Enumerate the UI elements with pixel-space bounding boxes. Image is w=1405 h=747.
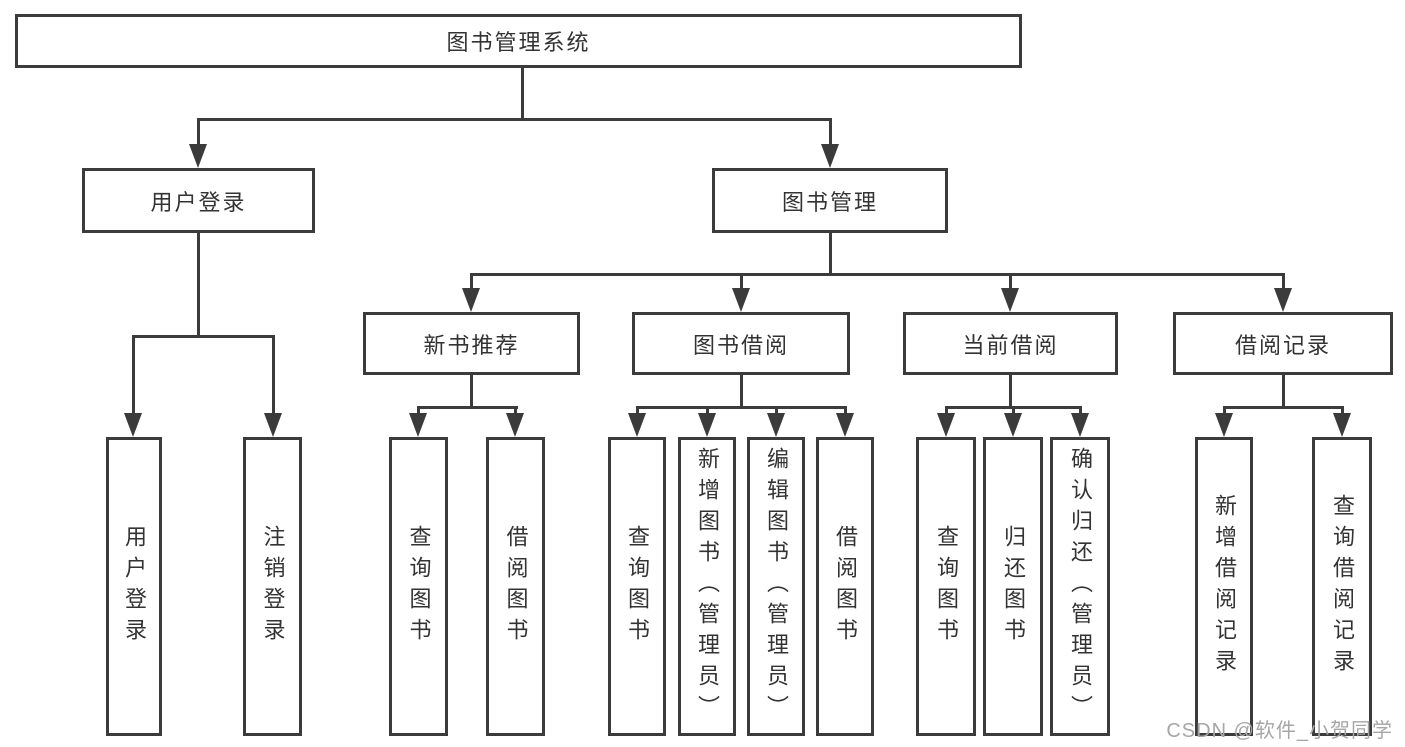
node-user-login: 用户登录	[82, 168, 315, 233]
leaf-user-login: 用户登录	[106, 437, 162, 736]
tree-connector-line	[1012, 406, 1015, 417]
arrow-down-icon	[1004, 413, 1022, 437]
node-book-management: 图书管理	[712, 168, 948, 233]
leaf-add-books-admin-label: 新增图书（管理员）	[695, 447, 720, 726]
arrow-down-icon	[462, 288, 480, 312]
tree-connector-line	[470, 373, 473, 408]
leaf-user-login-label: 用户登录	[122, 524, 147, 649]
arrow-down-icon	[1215, 413, 1233, 437]
leaf-query-books-borrowing: 查询图书	[608, 437, 666, 736]
leaf-return-books-label: 归还图书	[1001, 524, 1026, 649]
tree-connector-line	[470, 273, 1284, 276]
tree-connector-line	[272, 335, 275, 417]
tree-connector-line	[636, 406, 847, 409]
tree-connector-line	[636, 406, 639, 417]
tree-connector-line	[1282, 373, 1285, 408]
arrow-down-icon	[1333, 413, 1351, 437]
arrow-down-icon	[1071, 413, 1089, 437]
tree-connector-line	[706, 406, 709, 417]
tree-connector-line	[1341, 406, 1344, 417]
tree-connector-line	[132, 335, 135, 417]
tree-connector-line	[132, 335, 275, 338]
leaf-query-books-recommend: 查询图书	[389, 437, 448, 736]
leaf-add-borrow-record-label: 新增借阅记录	[1212, 493, 1237, 680]
arrow-down-icon	[732, 288, 750, 312]
arrow-down-icon	[409, 413, 427, 437]
leaf-confirm-return-admin-label: 确认归还（管理员）	[1068, 447, 1093, 726]
tree-connector-line	[417, 406, 518, 409]
leaf-borrow-books-recommend-label: 借阅图书	[503, 524, 529, 649]
leaf-add-books-admin: 新增图书（管理员）	[678, 437, 736, 736]
leaf-query-books-current: 查询图书	[916, 437, 976, 736]
arrow-down-icon	[189, 144, 207, 168]
leaf-logout: 注销登录	[243, 437, 302, 736]
watermark-text: CSDN @软件_小贺同学	[1166, 720, 1393, 742]
leaf-query-books-borrowing-label: 查询图书	[625, 524, 650, 649]
tree-connector-line	[1282, 273, 1285, 292]
tree-connector-line	[197, 118, 200, 148]
leaf-borrow-books-borrowing: 借阅图书	[816, 437, 874, 736]
tree-connector-line	[1009, 273, 1012, 292]
node-borrowing-records: 借阅记录	[1173, 312, 1393, 375]
tree-connector-line	[945, 406, 948, 417]
arrow-down-icon	[628, 413, 646, 437]
arrow-down-icon	[1001, 288, 1019, 312]
tree-connector-line	[1079, 406, 1082, 417]
tree-connector-line	[740, 373, 743, 408]
tree-connector-line	[1223, 406, 1226, 417]
arrow-down-icon	[1274, 288, 1292, 312]
leaf-borrow-books-recommend: 借阅图书	[486, 437, 545, 736]
node-book-borrowing: 图书借阅	[632, 312, 850, 375]
arrow-down-icon	[836, 413, 854, 437]
tree-connector-line	[740, 273, 743, 292]
arrow-down-icon	[937, 413, 955, 437]
leaf-query-books-recommend-label: 查询图书	[406, 524, 432, 649]
leaf-query-borrow-record: 查询借阅记录	[1312, 437, 1372, 736]
node-new-book-recommendation: 新书推荐	[363, 312, 580, 375]
arrow-down-icon	[264, 413, 282, 437]
leaf-edit-books-admin: 编辑图书（管理员）	[747, 437, 805, 736]
leaf-return-books: 归还图书	[983, 437, 1043, 736]
leaf-confirm-return-admin: 确认归还（管理员）	[1050, 437, 1110, 736]
arrow-down-icon	[821, 144, 839, 168]
node-current-borrowing: 当前借阅	[903, 312, 1118, 375]
leaf-add-borrow-record: 新增借阅记录	[1195, 437, 1253, 736]
tree-connector-line	[844, 406, 847, 417]
tree-connector-line	[417, 406, 420, 417]
arrow-down-icon	[767, 413, 785, 437]
arrow-down-icon	[124, 413, 142, 437]
arrow-down-icon	[698, 413, 716, 437]
tree-connector-line	[521, 66, 524, 120]
tree-connector-line	[829, 118, 832, 148]
node-library-management-system: 图书管理系统	[15, 14, 1022, 68]
tree-connector-line	[1009, 373, 1012, 408]
tree-connector-line	[775, 406, 778, 417]
leaf-logout-label: 注销登录	[260, 524, 286, 649]
tree-connector-line	[470, 273, 473, 292]
leaf-query-books-current-label: 查询图书	[934, 524, 959, 649]
leaf-edit-books-admin-label: 编辑图书（管理员）	[764, 447, 789, 726]
tree-connector-line	[1223, 406, 1344, 409]
leaf-query-borrow-record-label: 查询借阅记录	[1330, 493, 1355, 680]
tree-connector-line	[197, 230, 200, 337]
tree-connector-line	[829, 230, 832, 275]
tree-connector-line	[514, 406, 517, 417]
arrow-down-icon	[506, 413, 524, 437]
leaf-borrow-books-borrowing-label: 借阅图书	[833, 524, 858, 649]
tree-connector-line	[197, 118, 832, 121]
